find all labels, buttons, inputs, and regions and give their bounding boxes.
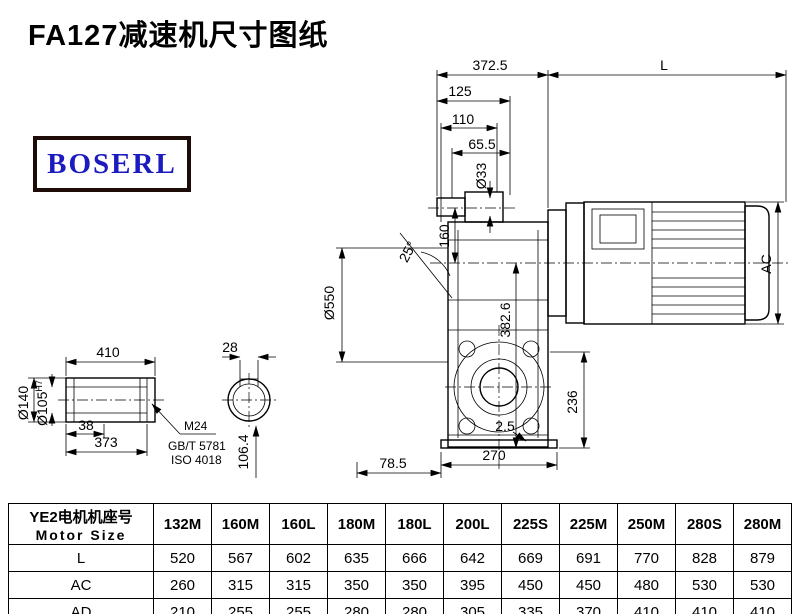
col-header: 180M xyxy=(327,503,386,545)
dim-AC: AC xyxy=(758,254,774,273)
dim-410: 410 xyxy=(96,344,120,360)
cell: 410 xyxy=(675,598,734,614)
cell: 602 xyxy=(269,544,328,572)
dim-o550: Ø550 xyxy=(321,286,337,320)
table-header-row: YE2电机机座号 Motor Size 132M 160M 160L 180M … xyxy=(8,503,792,545)
table-header-motor-size: YE2电机机座号 Motor Size xyxy=(8,503,154,545)
cell: 315 xyxy=(269,571,328,599)
cell: 567 xyxy=(211,544,270,572)
dim-28: 28 xyxy=(222,339,238,355)
header-cn: YE2电机机座号 xyxy=(29,508,133,526)
cell: 450 xyxy=(501,571,560,599)
table-row-AD: AD 210 255 255 280 280 305 335 370 410 4… xyxy=(8,598,792,614)
col-header: 250M xyxy=(617,503,676,545)
cell: 280 xyxy=(385,598,444,614)
centerlines xyxy=(58,207,790,470)
cell: 305 xyxy=(443,598,502,614)
cell: 255 xyxy=(269,598,328,614)
dim-106-4: 106.4 xyxy=(235,434,251,469)
note-m24: M24 xyxy=(184,419,208,433)
dim-78-5: 78.5 xyxy=(379,455,406,471)
dim-236: 236 xyxy=(564,390,580,414)
dimension-lines xyxy=(28,70,787,478)
cell: 450 xyxy=(559,571,618,599)
dim-372-5: 372.5 xyxy=(472,57,507,73)
cell: 350 xyxy=(385,571,444,599)
boserl-logo-text: BOSERL xyxy=(47,147,177,180)
col-header: 280S xyxy=(675,503,734,545)
dim-270: 270 xyxy=(482,447,506,463)
cell: 879 xyxy=(733,544,792,572)
col-header: 280M xyxy=(733,503,792,545)
dim-382-6: 382.6 xyxy=(497,302,513,337)
motor-size-table: YE2电机机座号 Motor Size 132M 160M 160L 180M … xyxy=(8,503,792,614)
dimension-labels: 372.5 L 125 110 65.5 Ø33 160 25° Ø550 38… xyxy=(15,57,774,471)
col-header: 200L xyxy=(443,503,502,545)
cell: 335 xyxy=(501,598,560,614)
dim-2-5: 2.5 xyxy=(495,418,515,434)
cell: 642 xyxy=(443,544,502,572)
cell: 410 xyxy=(617,598,676,614)
dim-o33: Ø33 xyxy=(473,163,489,190)
row-label: AC xyxy=(8,571,154,599)
note-iso-4018: ISO 4018 xyxy=(171,453,222,467)
dim-38: 38 xyxy=(78,417,94,433)
col-header: 225M xyxy=(559,503,618,545)
cell: 520 xyxy=(153,544,212,572)
dim-110: 110 xyxy=(452,111,475,127)
dim-125: 125 xyxy=(448,83,472,99)
cell: 770 xyxy=(617,544,676,572)
cell: 530 xyxy=(675,571,734,599)
cell: 828 xyxy=(675,544,734,572)
cell: 691 xyxy=(559,544,618,572)
dim-L: L xyxy=(660,57,668,73)
row-label: L xyxy=(8,544,154,572)
dim-160: 160 xyxy=(436,224,452,248)
cell: 635 xyxy=(327,544,386,572)
dim-65-5: 65.5 xyxy=(468,136,495,152)
cell: 480 xyxy=(617,571,676,599)
col-header: 160M xyxy=(211,503,270,545)
table-row-L: L 520 567 602 635 666 642 669 691 770 82… xyxy=(8,544,792,572)
col-header: 225S xyxy=(501,503,560,545)
col-header: 180L xyxy=(385,503,444,545)
cell: 666 xyxy=(385,544,444,572)
dim-o140: Ø140 xyxy=(15,386,31,420)
dim-373: 373 xyxy=(94,434,118,450)
col-header: 132M xyxy=(153,503,212,545)
page-title: FA127减速机尺寸图纸 xyxy=(28,20,329,52)
dim-25deg: 25° xyxy=(396,239,420,265)
cell: 395 xyxy=(443,571,502,599)
cell: 315 xyxy=(211,571,270,599)
note-gbt-5781: GB/T 5781 xyxy=(168,439,226,453)
boserl-logo: BOSERL xyxy=(33,136,191,192)
cell: 255 xyxy=(211,598,270,614)
header-en: Motor Size xyxy=(35,526,127,543)
cell: 280 xyxy=(327,598,386,614)
cell: 410 xyxy=(733,598,792,614)
col-header: 160L xyxy=(269,503,328,545)
cell: 350 xyxy=(327,571,386,599)
cell: 260 xyxy=(153,571,212,599)
table-row-AC: AC 260 315 315 350 350 395 450 450 480 5… xyxy=(8,571,792,599)
gearbox-outline xyxy=(399,191,558,449)
cell: 669 xyxy=(501,544,560,572)
row-label: AD xyxy=(8,598,154,614)
cell: 530 xyxy=(733,571,792,599)
cell: 210 xyxy=(153,598,212,614)
cell: 370 xyxy=(559,598,618,614)
dim-o105h7: Ø105H7 xyxy=(34,380,50,426)
